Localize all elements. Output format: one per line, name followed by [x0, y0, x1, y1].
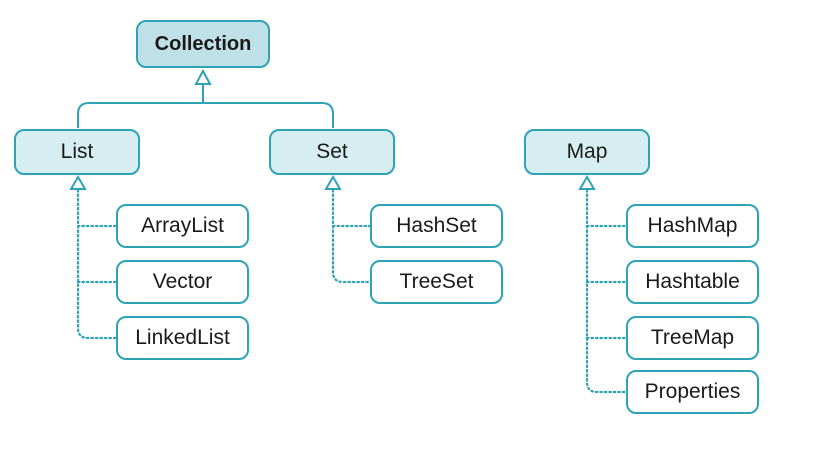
node-linkedlist: LinkedList: [116, 316, 249, 360]
node-vector: Vector: [116, 260, 249, 304]
node-arraylist: ArrayList: [116, 204, 249, 248]
node-hashtable: Hashtable: [626, 260, 759, 304]
inherit-arrow-map: [578, 175, 596, 190]
node-collection: Collection: [136, 20, 270, 68]
inherit-arrow-list: [69, 175, 87, 190]
node-treeset: TreeSet: [370, 260, 503, 304]
connector-collection-list-set: [77, 84, 334, 128]
node-set: Set: [269, 129, 395, 175]
node-map: Map: [524, 129, 650, 175]
node-hashmap: HashMap: [626, 204, 759, 248]
connector-set-impls: [331, 188, 372, 284]
inherit-arrow-collection: [194, 68, 212, 85]
node-properties: Properties: [626, 370, 759, 414]
connector-map-impls: [585, 188, 628, 394]
node-hashset: HashSet: [370, 204, 503, 248]
inherit-arrow-set: [324, 175, 342, 190]
node-treemap: TreeMap: [626, 316, 759, 360]
node-list: List: [14, 129, 140, 175]
connector-list-impls: [76, 188, 118, 340]
